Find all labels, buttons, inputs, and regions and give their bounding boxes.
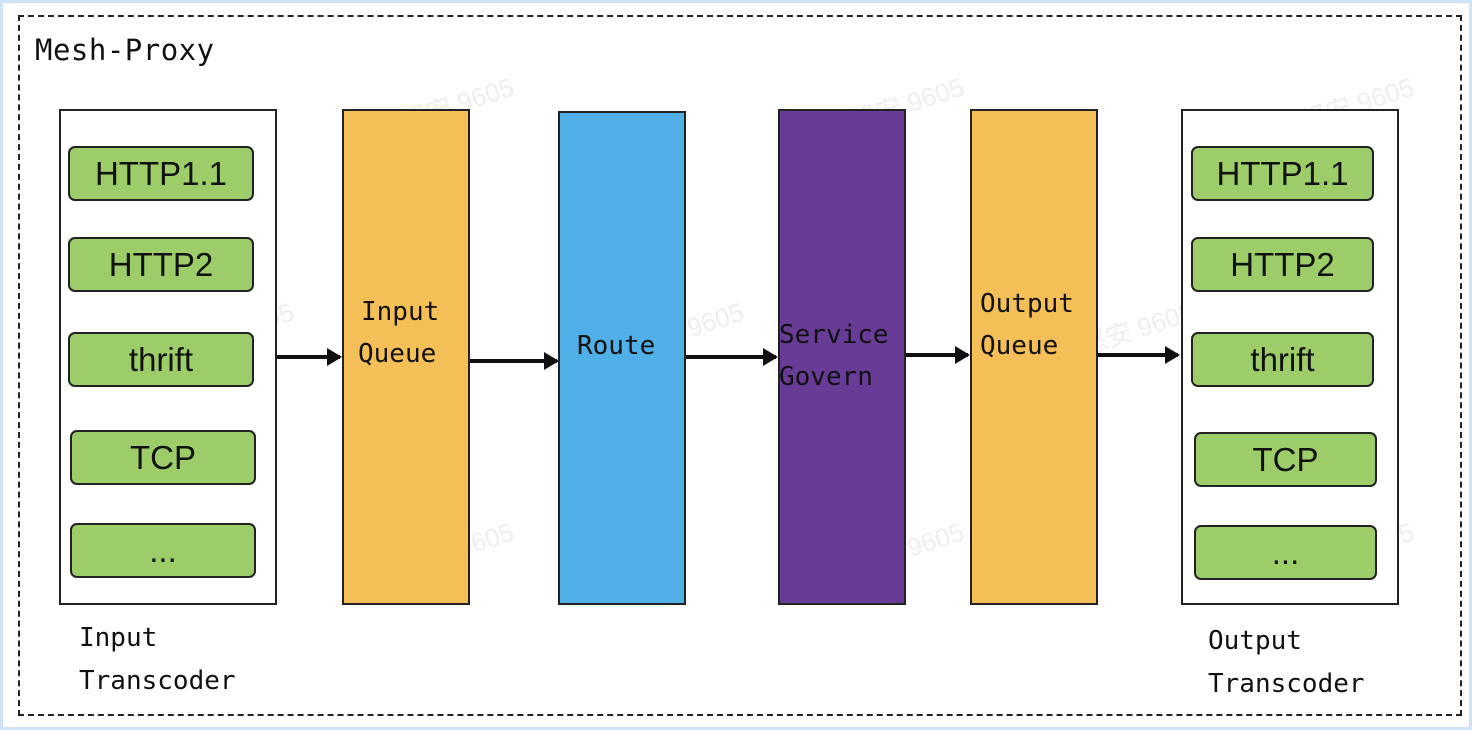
input-transcoder-caption-line2: Transcoder	[79, 666, 236, 696]
flow-arrow	[906, 346, 970, 364]
mesh-proxy-frame	[18, 15, 1462, 716]
output-protocol-thrift: thrift	[1191, 332, 1374, 387]
input-protocol-more: ...	[70, 523, 256, 578]
service-govern-box	[778, 109, 906, 605]
frame-title: Mesh-Proxy	[35, 33, 215, 67]
input-protocol-http11: HTTP1.1	[68, 146, 254, 201]
output-queue-label-line1: Output	[980, 289, 1074, 319]
output-protocol-tcp: TCP	[1194, 432, 1377, 487]
output-protocol-more: ...	[1194, 525, 1377, 580]
route-box	[558, 111, 686, 605]
input-queue-label-line2: Queue	[358, 339, 437, 369]
input-protocol-tcp: TCP	[70, 430, 256, 485]
output-queue-box	[970, 109, 1098, 605]
diagram-canvas: 曹怒安 9605 曹怒安 9605 曹怒安 9605 曹怒安 9605 曹怒安 …	[3, 3, 1469, 727]
output-protocol-http2: HTTP2	[1191, 237, 1374, 292]
flow-arrow	[470, 352, 559, 370]
route-label: Route	[577, 331, 656, 361]
output-queue-label-line2: Queue	[980, 331, 1059, 361]
input-queue-label-line1: Input	[361, 297, 440, 327]
input-transcoder-caption-line1: Input	[79, 623, 158, 653]
flow-arrow	[277, 348, 342, 366]
output-transcoder-caption-line2: Transcoder	[1208, 669, 1365, 699]
service-govern-label-line2: Govern	[779, 362, 873, 392]
input-queue-box	[342, 109, 470, 605]
input-protocol-thrift: thrift	[68, 332, 254, 387]
output-transcoder-caption-line1: Output	[1208, 626, 1302, 656]
flow-arrow	[1098, 346, 1180, 364]
output-protocol-http11: HTTP1.1	[1191, 146, 1374, 201]
service-govern-label-line1: Service	[779, 320, 889, 350]
flow-arrow	[686, 348, 778, 366]
input-protocol-http2: HTTP2	[68, 237, 254, 292]
